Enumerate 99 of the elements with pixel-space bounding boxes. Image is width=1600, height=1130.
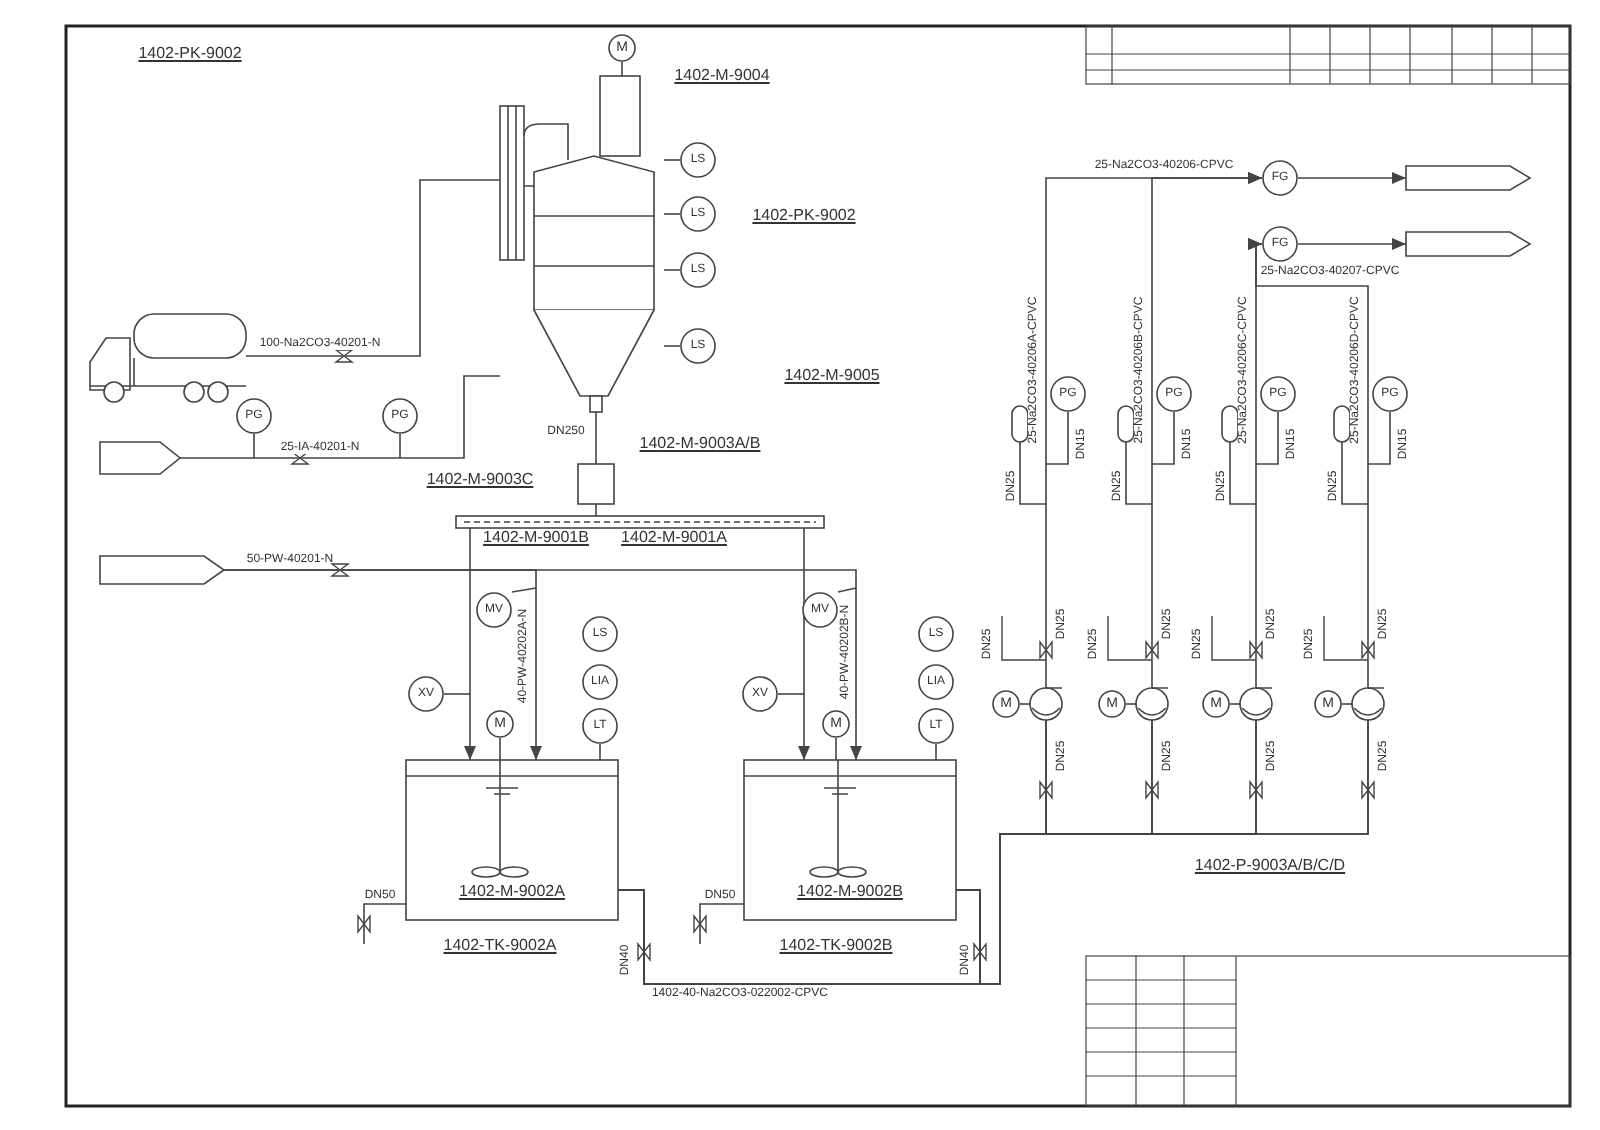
pipe-line xyxy=(1367,411,1391,465)
pulsation-damper xyxy=(1334,406,1350,442)
instrument-bubble xyxy=(582,664,618,700)
pipe-line xyxy=(798,527,810,761)
equipment-tag: 1402-M-9001B xyxy=(483,530,589,546)
instrument-bubble xyxy=(918,708,954,744)
pipe-line xyxy=(443,693,471,695)
instrument-bubble xyxy=(742,676,778,712)
pump-symbol xyxy=(1136,688,1168,720)
pump-symbol xyxy=(1240,688,1272,720)
motor-symbol xyxy=(822,710,850,738)
pipe-line xyxy=(599,743,601,761)
pipe-line xyxy=(1248,238,1369,689)
pipe-line xyxy=(621,61,623,77)
instrument-bubble xyxy=(1260,376,1296,412)
pipe-line xyxy=(179,375,501,459)
tank xyxy=(744,760,956,920)
off-page-connector xyxy=(1406,166,1530,190)
instrument-bubble xyxy=(802,592,838,628)
pipe-line xyxy=(1255,411,1279,465)
pipe-line xyxy=(595,411,597,465)
instrument-bubble xyxy=(680,196,716,232)
motor-symbol xyxy=(1202,690,1230,718)
equipment-tag: 1402-M-9002B xyxy=(797,884,903,900)
equipment-tag: 1402-M-9001A xyxy=(621,530,727,546)
rotary-feeder xyxy=(578,464,614,504)
instrument-bubble xyxy=(680,142,716,178)
pump-symbol xyxy=(1030,688,1062,720)
instrument-bubble xyxy=(582,708,618,744)
pump-symbol xyxy=(1352,688,1384,720)
pipe-line xyxy=(1341,441,1369,505)
tank xyxy=(406,760,618,920)
pipe-line xyxy=(777,693,805,695)
pipe-line xyxy=(663,345,681,347)
pipe-line xyxy=(1151,411,1175,465)
off-page-connector xyxy=(1406,232,1530,256)
pulsation-damper xyxy=(1222,406,1238,442)
pipe-line xyxy=(223,569,862,761)
instrument-bubble xyxy=(1262,226,1298,262)
pulsation-damper xyxy=(1012,406,1028,442)
pipe-line xyxy=(1125,703,1137,705)
instrument-bubble xyxy=(680,328,716,364)
equipment-tag: 1402-P-9003A/B/C/D xyxy=(1194,858,1346,874)
pipe-line xyxy=(1019,441,1047,505)
off-page-connector xyxy=(100,556,224,584)
instrument-bubble xyxy=(1050,376,1086,412)
instrument-bubble xyxy=(236,398,272,434)
pipe-line xyxy=(837,587,857,593)
instrument-bubble xyxy=(382,398,418,434)
equipment-tag: 1402-TK-9002B xyxy=(779,938,893,954)
pipe-line xyxy=(595,503,597,517)
pipe-line xyxy=(1229,441,1257,505)
pulsation-damper xyxy=(1118,406,1134,442)
pipe-line xyxy=(835,737,837,761)
pipe-line xyxy=(499,737,501,761)
tanker-truck-drawing xyxy=(90,310,246,404)
equipment-tag: 1402-PK-9002 xyxy=(138,46,242,62)
motor-symbol xyxy=(608,34,636,62)
instrument-bubble xyxy=(918,664,954,700)
equipment-tag: 1402-M-9003A/B xyxy=(639,436,761,452)
motor-symbol xyxy=(1098,690,1126,718)
instrument-bubble xyxy=(1372,376,1408,412)
instrument-bubble xyxy=(1262,160,1298,196)
equipment-tag: 1402-M-9004 xyxy=(674,68,770,84)
pipe-line xyxy=(399,433,401,459)
instrument-bubble xyxy=(476,592,512,628)
pipe-line xyxy=(663,269,681,271)
motor-symbol xyxy=(1314,690,1342,718)
motor-symbol xyxy=(486,710,514,738)
pipe-line xyxy=(663,213,681,215)
equipment-tag: 1402-PK-9002 xyxy=(752,208,856,224)
pipe-line xyxy=(699,903,745,945)
pipe-line xyxy=(1125,441,1153,505)
pipe-line xyxy=(1019,703,1031,705)
instrument-bubble xyxy=(582,616,618,652)
pipe-line xyxy=(245,179,501,357)
equipment-tag: 1402-TK-9002A xyxy=(443,938,557,954)
pipe-line xyxy=(663,159,681,161)
pipe-line xyxy=(935,743,937,761)
pipe-line xyxy=(1297,172,1407,184)
screw-conveyor xyxy=(456,516,824,528)
motor-symbol xyxy=(992,690,1020,718)
pipe-line xyxy=(1341,703,1353,705)
instrument-bubble xyxy=(1156,376,1192,412)
pipe-line xyxy=(363,903,407,945)
pipe-line xyxy=(1045,411,1069,465)
instrument-bubble xyxy=(408,676,444,712)
pipe-line xyxy=(1297,238,1407,250)
instrument-bubble xyxy=(680,252,716,288)
equipment-tag: 1402-M-9002A xyxy=(459,884,565,900)
equipment-tag: 1402-M-9003C xyxy=(426,472,534,488)
pipe-line xyxy=(253,433,255,459)
off-page-connector xyxy=(100,442,180,474)
pipe-line xyxy=(511,587,537,593)
instrument-bubble xyxy=(918,616,954,652)
pipe-line xyxy=(1151,172,1263,689)
pipe-line xyxy=(464,527,476,761)
pipe-line xyxy=(1229,703,1241,705)
equipment-tag: 1402-M-9005 xyxy=(784,368,880,384)
